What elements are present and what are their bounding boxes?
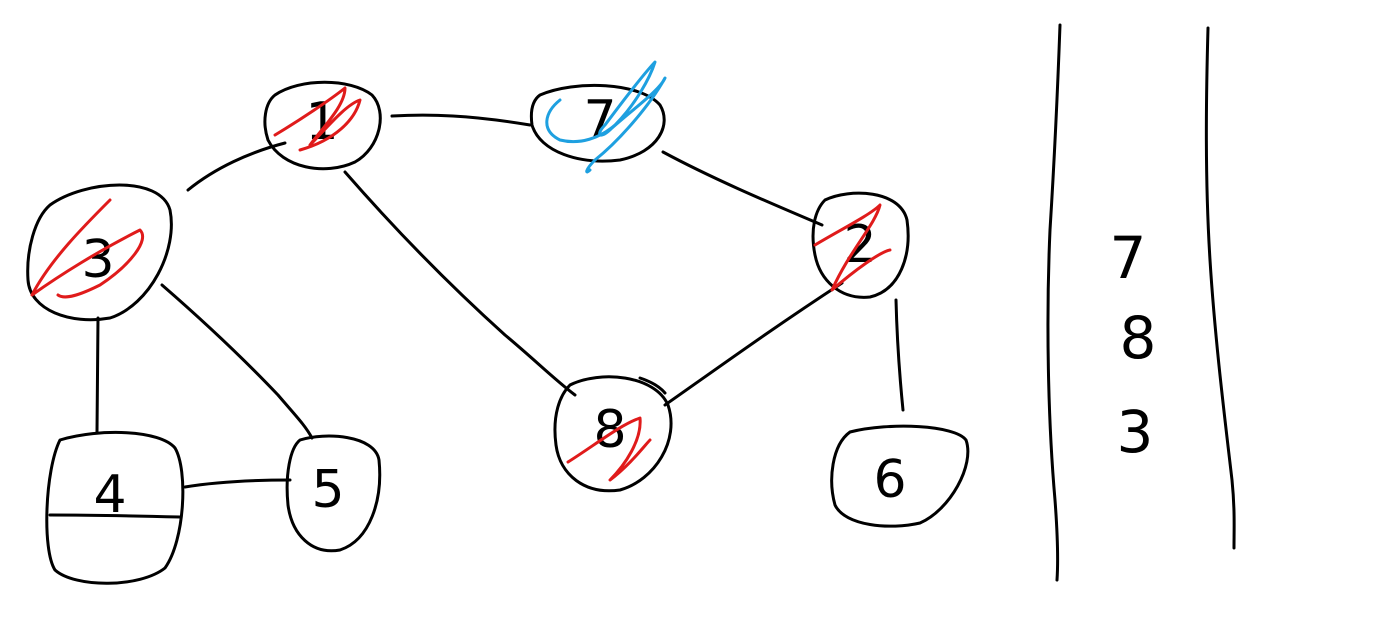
node-8-cross	[566, 416, 652, 482]
node-5-outline	[285, 434, 382, 553]
edge-7-2	[661, 150, 824, 227]
node-6-label: 6	[873, 450, 906, 510]
edges	[95, 113, 905, 489]
node-7: 7	[529, 60, 667, 174]
node-2: 2	[811, 191, 910, 299]
stack-left-wall	[1046, 23, 1062, 582]
node-3: 3	[26, 183, 173, 322]
edge-8-2	[663, 281, 844, 407]
node-3-outline	[26, 183, 173, 322]
node-3-cross	[30, 198, 145, 299]
node-8-outline-tail	[638, 376, 667, 395]
stack-item-top: 7	[1110, 224, 1147, 292]
edge-2-6	[894, 298, 905, 412]
stack: 7 8 3	[1046, 23, 1236, 582]
edge-1-8	[343, 170, 577, 397]
node-4: 4	[45, 430, 185, 585]
node-7-cross	[545, 60, 667, 174]
edge-4-5	[183, 478, 292, 489]
node-1-outline	[263, 80, 382, 171]
node-2-cross	[813, 203, 892, 292]
edge-3-5	[160, 283, 314, 440]
node-5: 5	[285, 434, 382, 553]
stack-item-middle: 8	[1120, 304, 1157, 372]
node-8: 8	[553, 375, 673, 493]
edge-3-4	[95, 316, 100, 434]
node-8-label: 8	[593, 400, 626, 460]
node-4-outline	[45, 430, 185, 585]
stack-item-bottom: 3	[1117, 398, 1154, 466]
node-2-outline	[811, 191, 910, 299]
node-4-divider	[48, 513, 182, 519]
stack-right-wall	[1204, 26, 1236, 550]
node-7-outline	[529, 83, 666, 163]
node-1-cross	[273, 86, 362, 152]
node-6-outline	[830, 424, 970, 528]
node-1: 1	[263, 80, 382, 171]
node-5-label: 5	[311, 460, 344, 520]
node-8-outline	[553, 375, 673, 493]
edge-1-7	[390, 113, 532, 127]
node-6: 6	[830, 424, 970, 528]
edge-3-1	[186, 141, 287, 192]
